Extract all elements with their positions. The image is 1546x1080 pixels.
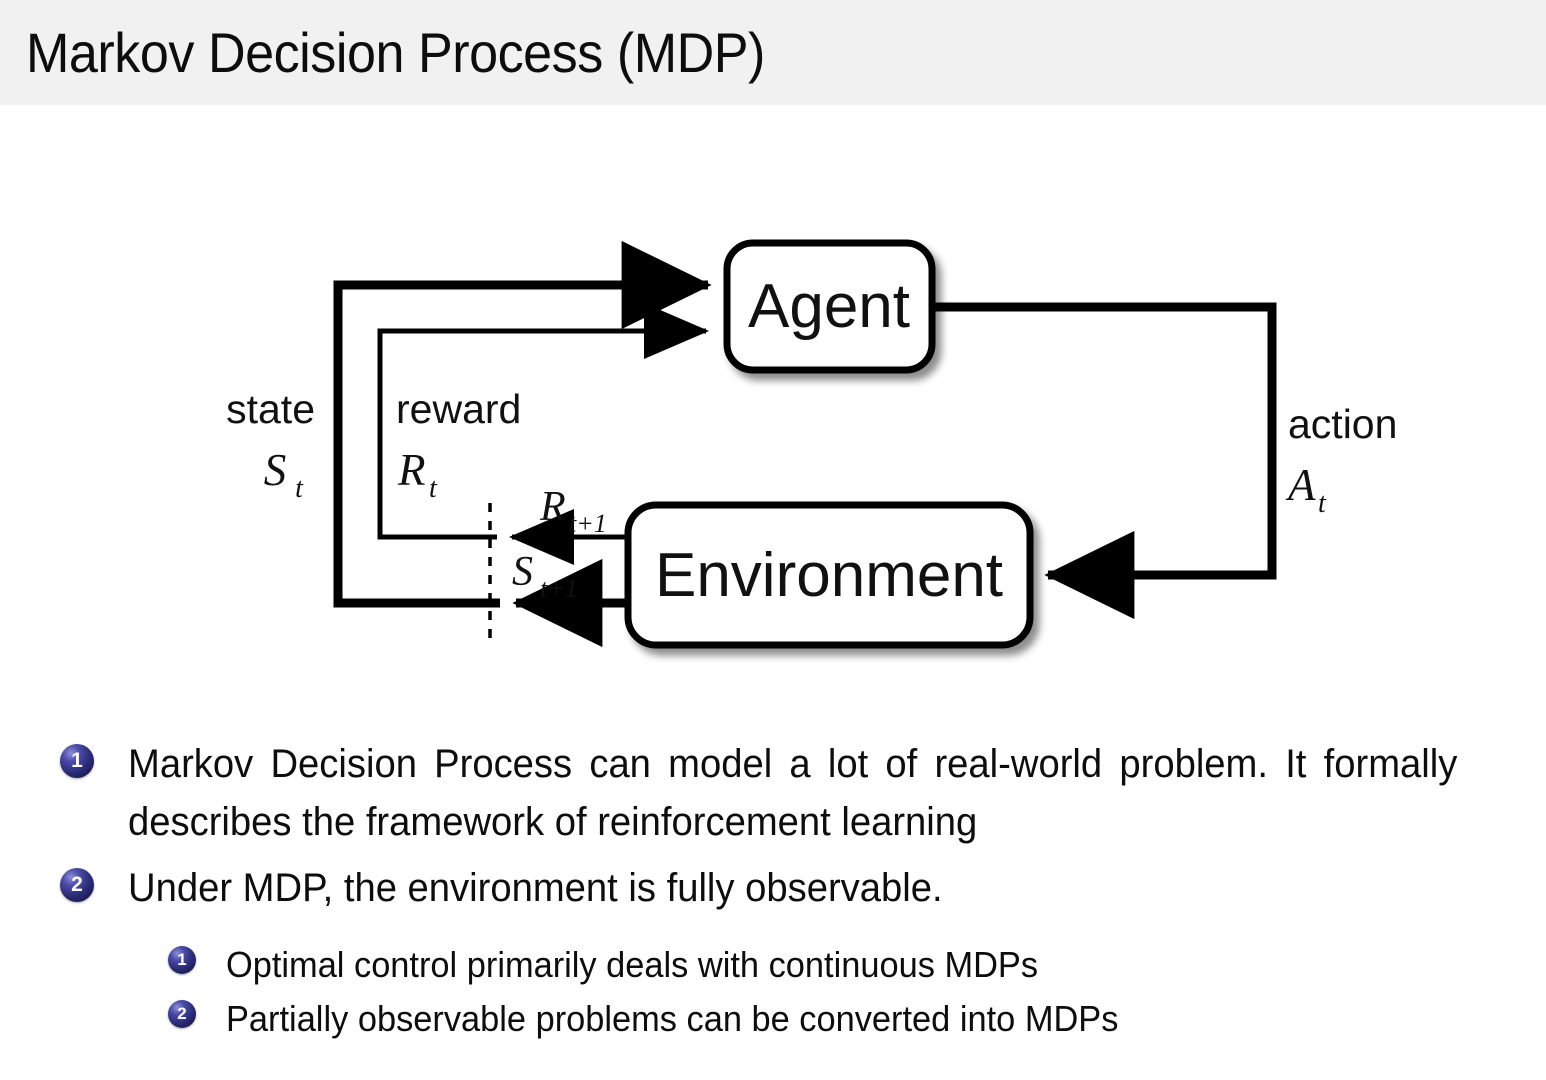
bullet-marker-2: 2 [60, 868, 94, 902]
mdp-diagram: Agent Environment state S t reward R t a… [0, 105, 1546, 710]
state-label-group: state S t [226, 386, 315, 504]
reward-symbol-subscript: t [429, 473, 438, 504]
action-label: action [1288, 401, 1397, 447]
reward-label: reward [396, 386, 521, 432]
reward-next-subscript: t+1 [569, 509, 607, 538]
list-item-level1-1[interactable]: 1 Markov Decision Process can model a lo… [60, 735, 1520, 851]
state-symbol-subscript: t [295, 473, 304, 504]
reward-next-symbol: R [539, 484, 566, 530]
sub-bullet-marker-2: 2 [168, 1000, 196, 1028]
state-next-label-group: S t+1 [512, 549, 578, 603]
sub-bullet-marker-1: 1 [168, 946, 196, 974]
bullet-marker-1: 1 [60, 744, 94, 778]
environment-box [624, 501, 1034, 649]
list-item-level1-2-text: Under MDP, the environment is fully obse… [128, 866, 943, 910]
page-title: Markov Decision Process (MDP) [26, 21, 765, 84]
list-item-level1-1-text: Markov Decision Process can model a lot … [128, 742, 1458, 844]
action-symbol: A [1285, 460, 1316, 510]
agent-node[interactable]: Agent [723, 239, 936, 374]
action-label-group: action A t [1285, 401, 1397, 519]
state-symbol: S [264, 445, 287, 495]
action-symbol-subscript: t [1318, 488, 1327, 519]
list-item-level2-2[interactable]: 2 Partially observable problems can be c… [168, 993, 1508, 1045]
state-next-subscript: t+1 [540, 574, 578, 603]
reward-next-label-group: R t+1 [539, 484, 607, 538]
bullet-list: 1 Markov Decision Process can model a lo… [0, 735, 1546, 1080]
reward-symbol: R [397, 445, 426, 495]
environment-node[interactable]: Environment [624, 501, 1034, 649]
state-loop-path [333, 240, 712, 608]
agent-label: Agent [748, 272, 910, 341]
environment-label: Environment [655, 541, 1003, 610]
action-loop-path [932, 302, 1277, 620]
state-next-symbol: S [512, 549, 533, 595]
list-item-level2-2-text: Partially observable problems can be con… [226, 998, 1119, 1039]
state-label: state [226, 386, 315, 432]
agent-environment-loop-svg: Agent Environment state S t reward R t a… [226, 239, 1397, 649]
list-item-level2-1[interactable]: 1 Optimal control primarily deals with c… [168, 939, 1508, 991]
slide-header-bar: Markov Decision Process (MDP) [0, 0, 1546, 105]
reward-loop-path [377, 303, 710, 540]
list-item-level2-1-text: Optimal control primarily deals with con… [226, 944, 1039, 985]
list-item-level1-2[interactable]: 2 Under MDP, the environment is fully ob… [60, 859, 1520, 917]
reward-label-group: reward R t [396, 386, 521, 504]
agent-box [723, 239, 936, 374]
